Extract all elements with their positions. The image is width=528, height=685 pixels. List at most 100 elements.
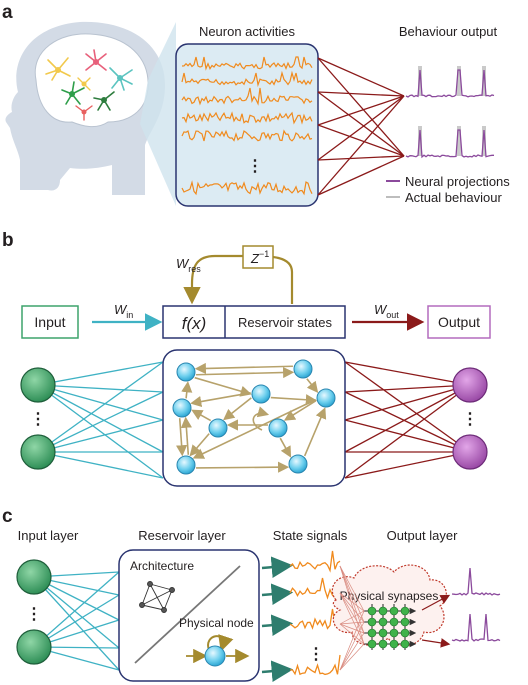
output-label: Output [438, 314, 480, 330]
output-link [344, 391, 471, 453]
c-input-ellipsis: ⋮ [26, 606, 42, 623]
state-signals-title: State signals [273, 528, 348, 543]
legend-neural-label: Neural projections [405, 174, 510, 189]
synapse-node [389, 628, 399, 638]
neuron-trace [181, 180, 313, 196]
c-output-trace [451, 613, 501, 642]
architecture-label: Architecture [130, 559, 194, 573]
c-input-connections [33, 571, 120, 671]
output-link [344, 419, 471, 453]
input-neuron-bottom [20, 434, 56, 470]
brain-outline [34, 33, 149, 128]
input-box [21, 305, 79, 339]
cloud-input-line [339, 592, 365, 623]
input-label: Input [34, 314, 65, 330]
neuron-trace [181, 70, 313, 88]
input-link [37, 384, 164, 479]
w-out-label: Wout [374, 302, 399, 320]
reservoir-edges [176, 362, 327, 473]
state-arrow [261, 556, 294, 578]
reservoir-edge [176, 418, 188, 457]
panel-a-letter: a [2, 2, 13, 23]
c-output-trace [451, 567, 501, 596]
state-signal-trace [289, 654, 341, 676]
input-link [37, 361, 164, 386]
cloud-input-line [339, 621, 365, 625]
state-signal-trace [289, 550, 341, 573]
reservoir-node [172, 398, 192, 418]
reservoir-edge [180, 416, 192, 455]
output-link [344, 451, 471, 479]
reservoir-node [293, 359, 313, 379]
neuron-trace [181, 129, 313, 142]
cloud-readout-lines [339, 565, 451, 671]
brain-neurons [45, 49, 133, 121]
panel-b-letter: b [2, 230, 14, 251]
readout-line [317, 91, 405, 157]
reservoir-edge [196, 461, 290, 473]
physical-node [204, 645, 226, 667]
reservoir-edge [270, 394, 318, 406]
state-arrow [261, 660, 294, 682]
neuron-ellipsis: ⋮ [247, 158, 263, 175]
readout-line [317, 57, 405, 157]
output-link [344, 361, 471, 453]
panel-c: c Input layer Reservoir layer State sign… [2, 506, 501, 682]
cloud-input-line [339, 565, 365, 623]
zoom-wedge [140, 22, 176, 206]
reservoir-box [162, 305, 346, 339]
output-link [344, 384, 471, 479]
output-neuron-top [452, 367, 488, 403]
synapse-node [389, 606, 399, 616]
state-signal-traces [289, 550, 341, 676]
readout-connections [317, 57, 405, 196]
reservoir-node [268, 418, 288, 438]
input-link [37, 391, 164, 453]
w-in-label: Win [114, 302, 133, 320]
neuron-activities-title: Neuron activities [199, 24, 296, 39]
cloud-input-line [339, 592, 365, 645]
input-link [37, 384, 164, 421]
state-signal-trace [289, 608, 341, 630]
cloud-input-line [339, 610, 365, 671]
c-signal-ellipsis: ⋮ [308, 646, 324, 663]
panel-b: b Z−1 Wres Input Win f(x) Reservoir stat… [2, 230, 491, 487]
readout-line [317, 57, 405, 97]
panel-a: a Neuron activities ⋮ [2, 2, 510, 207]
cloud-input-line [339, 643, 365, 671]
output-neuron-bottom [452, 434, 488, 470]
synapse-node [367, 606, 377, 616]
output-link [344, 384, 471, 453]
output-layer-title: Output layer [387, 528, 458, 543]
neuron-traces [181, 56, 313, 196]
synapse-node [378, 606, 388, 616]
reservoir-edge [190, 392, 251, 408]
behaviour-traces [405, 66, 495, 159]
input-link [37, 384, 164, 393]
state-arrow [261, 614, 294, 636]
readout-line [317, 155, 405, 196]
output-connections [344, 361, 471, 479]
neural-projection-trace [405, 69, 495, 98]
synapse-grid [364, 604, 417, 650]
reservoir-node [288, 454, 308, 474]
fx-label: f(x) [182, 314, 207, 333]
reservoir-edge [303, 407, 327, 457]
synapse-node [400, 606, 410, 616]
reservoir-edge [192, 398, 317, 459]
delay-z: Z−1 [250, 249, 269, 266]
synapse-node [389, 617, 399, 627]
synapse-node [367, 639, 377, 649]
neuron-trace [181, 111, 313, 125]
cloud-output-arrow [421, 638, 451, 648]
reservoir-edge [306, 378, 319, 393]
input-link [37, 451, 164, 479]
synapse-node [400, 639, 410, 649]
reservoir-layer-title: Reservoir layer [138, 528, 226, 543]
c-input-neuron-bottom [16, 629, 52, 665]
reservoir-node [316, 388, 336, 408]
output-link [344, 384, 471, 393]
behaviour-output-title: Behaviour output [399, 24, 498, 39]
architecture-graph-icon [139, 581, 175, 613]
w-res-label: Wres [176, 256, 201, 274]
